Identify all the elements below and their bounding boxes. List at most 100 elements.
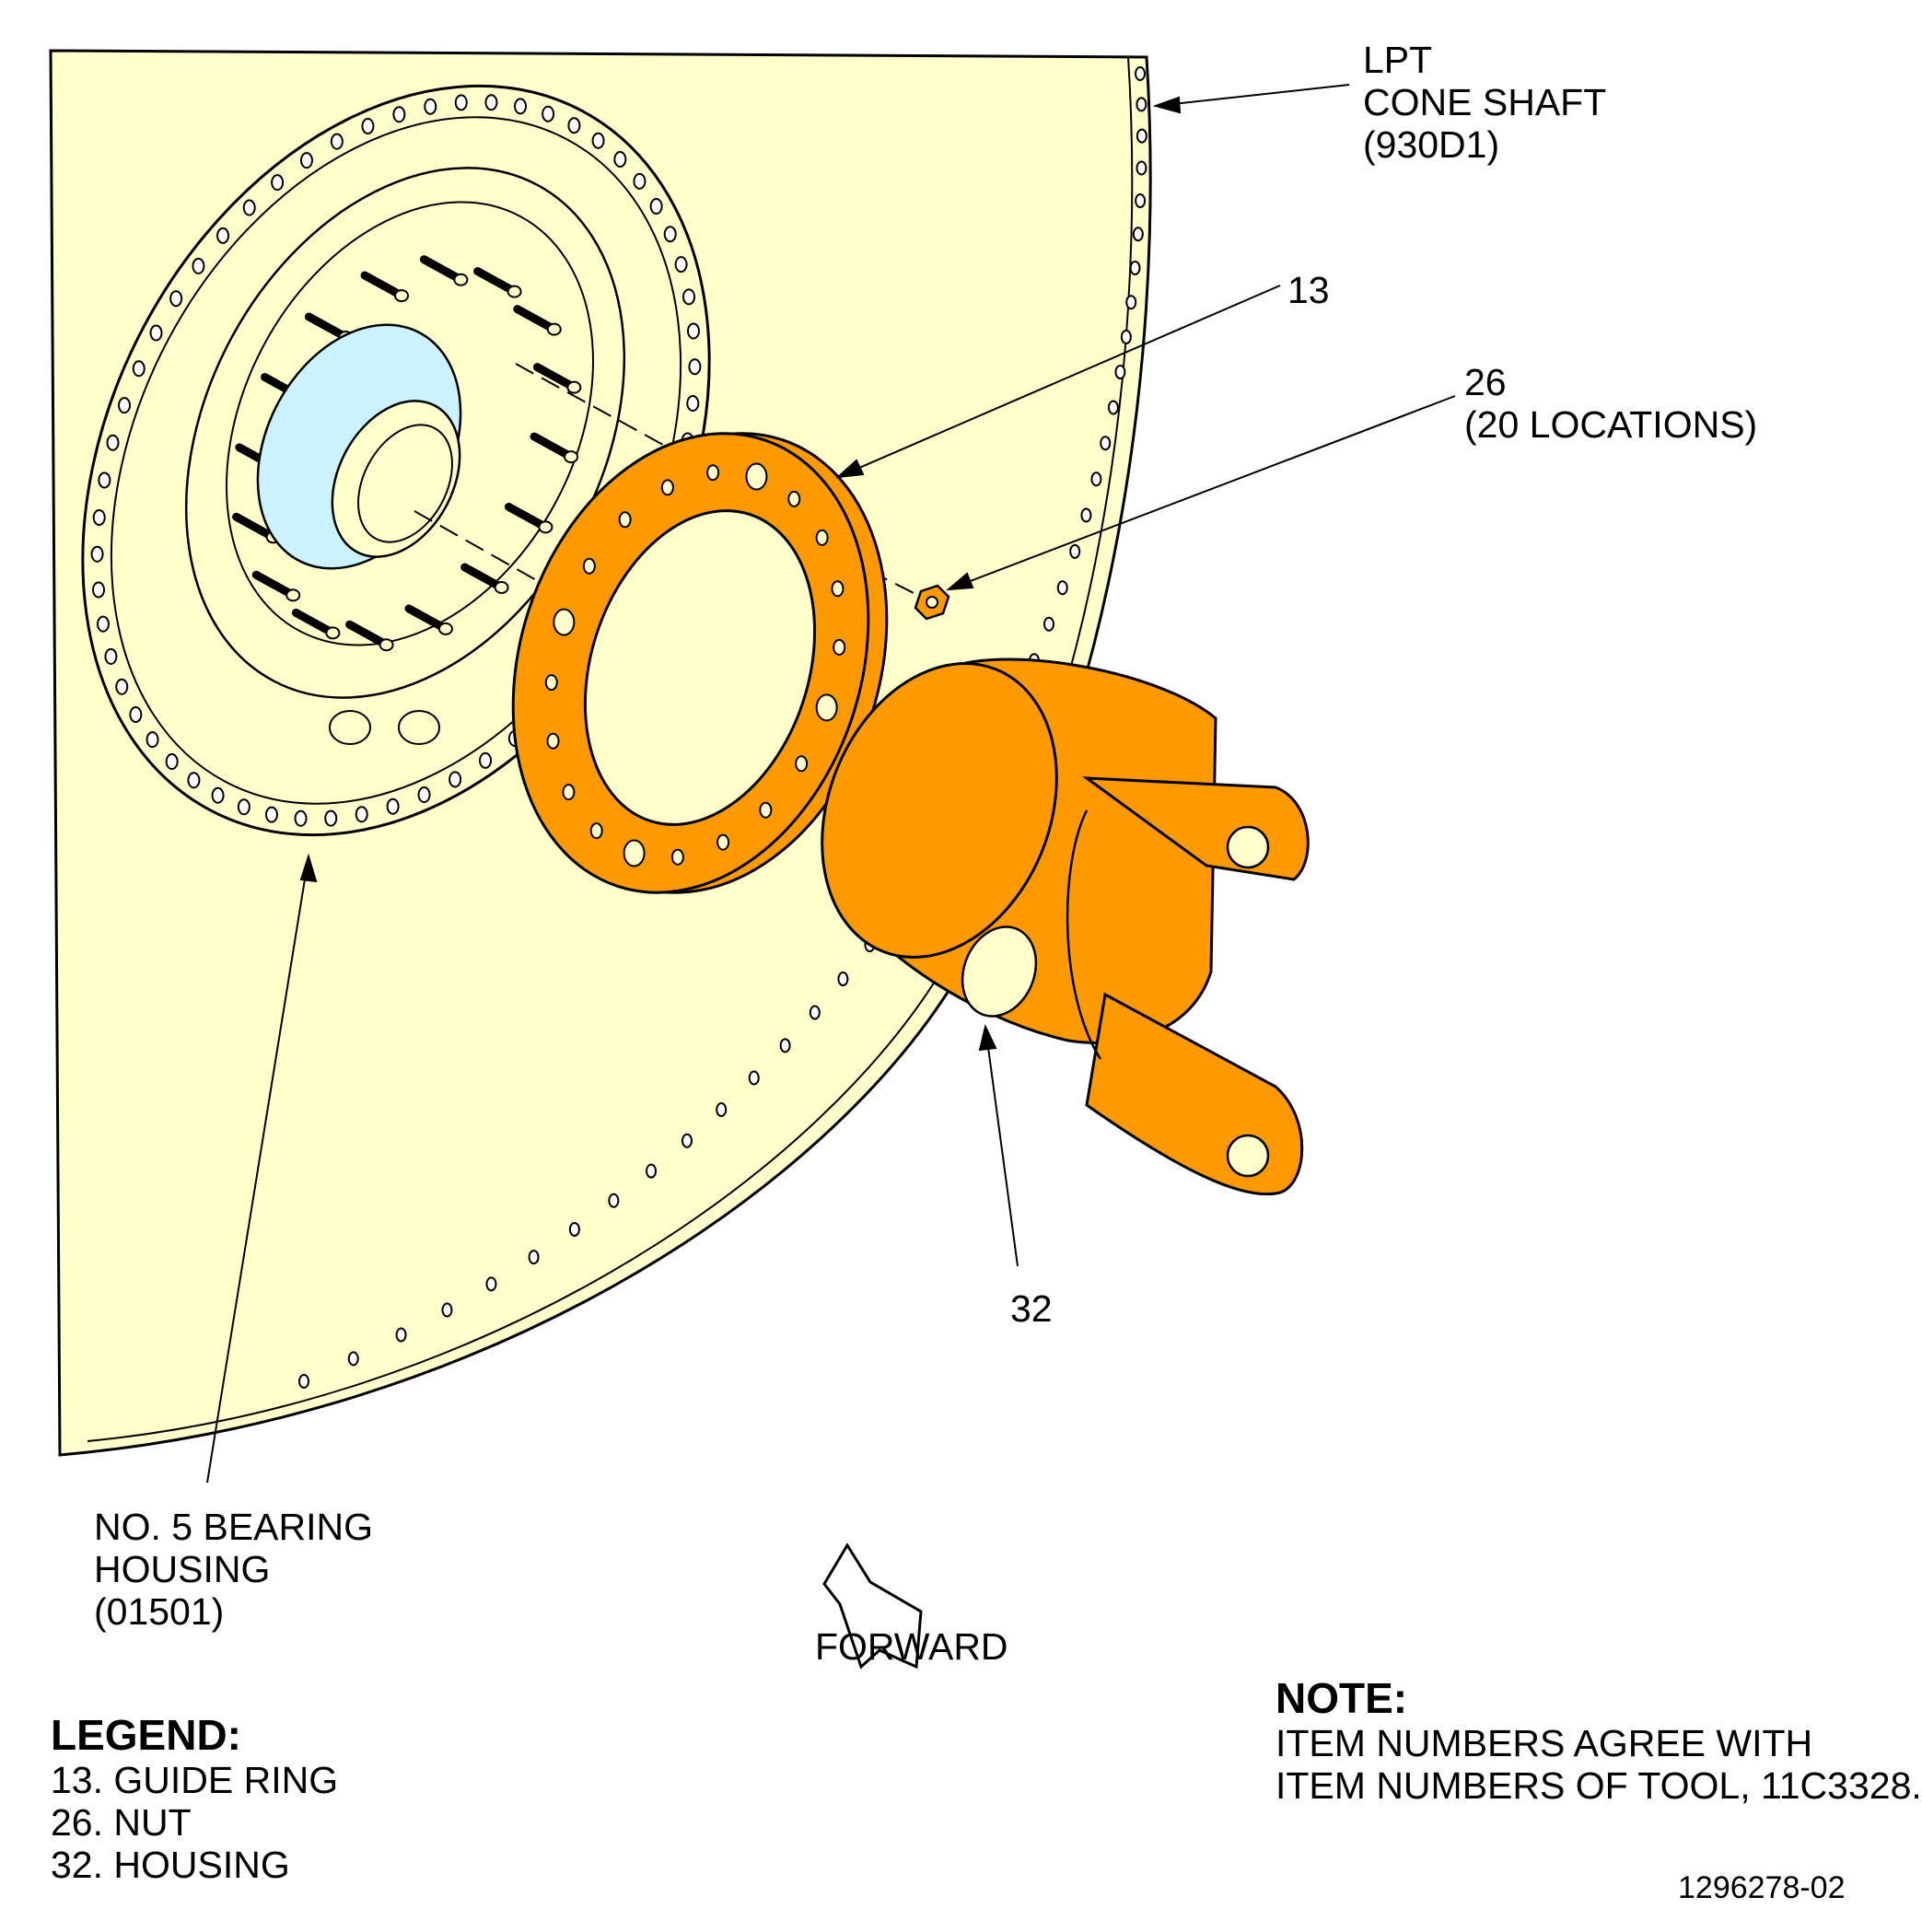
label-item-32: 32	[1010, 1287, 1053, 1330]
bolt-hole	[395, 1327, 407, 1343]
bolt-hole	[562, 784, 576, 801]
bolt-hole	[298, 1374, 309, 1389]
bolt-hole	[608, 1193, 620, 1208]
bolt-hole	[237, 798, 250, 816]
bolt-hole	[589, 822, 603, 840]
bolt-hole	[271, 174, 285, 192]
legend-item: 32. HOUSING	[51, 1844, 290, 1886]
bolt-hole	[146, 731, 159, 749]
bolt-hole	[538, 520, 553, 534]
bolt-hole	[129, 705, 143, 723]
bolt-hole	[264, 806, 278, 823]
exploded-view-diagram	[49, 49, 1456, 1670]
bolt-hole	[448, 771, 462, 788]
bolt-hole	[748, 1070, 760, 1086]
label-lpt-cone-shaft: LPT CONE SHAFT (930D1)	[1363, 39, 1606, 166]
bolt-hole	[1120, 329, 1132, 344]
bolt-hole	[1125, 295, 1137, 310]
label-line: NO. 5 BEARING	[94, 1506, 374, 1548]
tool-housing	[821, 658, 1310, 1196]
legend-item: 26. NUT	[51, 1801, 192, 1844]
bolt-hole	[688, 358, 702, 376]
bolt-hole	[118, 397, 132, 414]
bolt-hole	[1043, 616, 1054, 632]
bolt-hole	[115, 678, 129, 695]
bolt-hole	[1136, 160, 1147, 176]
bolt-hole	[833, 638, 846, 656]
bolt-hole	[591, 132, 605, 149]
bolt-hole	[211, 786, 225, 804]
label-line: (20 LOCATIONS)	[1464, 403, 1758, 446]
nut	[914, 584, 950, 621]
bolt-hole	[613, 150, 627, 168]
bolt-hole	[285, 588, 301, 602]
bolt-hole	[831, 580, 845, 598]
forward-arrow-icon	[822, 1542, 923, 1670]
bolt-hole	[165, 753, 179, 771]
bolt-hole	[507, 285, 522, 298]
bolt-hole	[553, 608, 576, 636]
bolt-hole	[454, 94, 468, 111]
label-line: 26	[1464, 361, 1507, 403]
bolt-hole	[514, 98, 528, 115]
bolt-hole	[1136, 97, 1147, 112]
figure-id: 1296278-02	[1678, 1870, 1846, 1905]
bolt-hole	[633, 172, 646, 190]
label-line: LPT	[1363, 39, 1433, 81]
bolt-hole	[92, 581, 106, 599]
label-item-26: 26 (20 LOCATIONS)	[1464, 361, 1757, 446]
bolt-hole	[646, 1163, 658, 1179]
bolt-hole	[716, 1102, 728, 1117]
mounting-studs	[232, 255, 582, 652]
bolt-hole	[759, 801, 773, 819]
bolt-hole	[706, 464, 720, 482]
note-line: ITEM NUMBERS OF TOOL, 11C3328.	[1276, 1764, 1922, 1807]
bolt-hole	[649, 198, 663, 215]
bolt-hole	[90, 545, 104, 563]
bolt-hole	[299, 152, 313, 169]
bolt-hole	[815, 529, 829, 546]
bolt-hole	[479, 751, 493, 769]
guide-ring	[511, 432, 889, 894]
bolt-hole	[1069, 543, 1081, 559]
legend: LEGEND: 13. GUIDE RING 26. NUT 32. HOUSI…	[51, 1711, 338, 1886]
bolt-hole	[682, 288, 696, 306]
bolt-hole	[392, 106, 406, 123]
bolt-hole	[106, 434, 120, 451]
bolt-hole	[686, 322, 700, 340]
bolt-hole	[424, 98, 437, 115]
bolt-hole	[837, 972, 849, 987]
bolt-hole	[670, 848, 684, 866]
label-line: (930D1)	[1363, 123, 1500, 166]
bolt-hole	[441, 1302, 453, 1318]
bolt-hole	[1080, 507, 1092, 523]
bolt-hole	[1132, 227, 1144, 242]
bolt-hole	[242, 199, 256, 216]
bolt-hole	[815, 693, 838, 722]
bolt-hole	[567, 117, 581, 134]
bolt-hole	[169, 290, 183, 308]
bolt-hole	[394, 289, 410, 303]
bolt-hole	[96, 615, 110, 633]
bolt-hole	[623, 839, 646, 867]
legend-title: LEGEND:	[51, 1711, 241, 1759]
bolt-hole	[809, 1005, 821, 1020]
bolt-hole	[330, 133, 344, 150]
bolt-hole	[347, 1351, 359, 1367]
bolt-hole	[1090, 471, 1102, 487]
label-line: HOUSING	[94, 1548, 271, 1590]
bolt-hole	[716, 833, 730, 851]
bolt-hole	[546, 732, 560, 750]
bolt-hole	[1100, 436, 1112, 451]
label-item-13: 13	[1287, 269, 1330, 311]
bolt-hole	[681, 1133, 693, 1148]
guide-ring-holes	[544, 462, 846, 867]
bolt-hole	[325, 626, 341, 640]
bolt-hole	[787, 490, 801, 507]
bolt-hole	[417, 786, 431, 804]
bolt-hole	[663, 226, 677, 243]
bolt-hole	[1135, 193, 1147, 209]
bolt-hole	[618, 511, 632, 529]
bolt-hole	[566, 380, 582, 394]
bolt-hole	[546, 322, 562, 336]
